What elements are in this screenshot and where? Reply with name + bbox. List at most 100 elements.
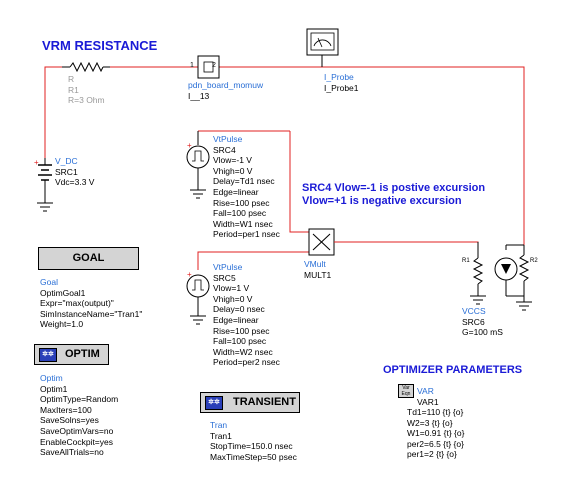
vtpulse-src4[interactable]: +	[186, 130, 290, 190]
src5-label: VtPulse SRC5 Vlow=1 V Vhigh=0 V Delay=0 …	[213, 262, 280, 368]
var-param: Td1=110 {t} {o}	[407, 407, 464, 417]
src5-param: Edge=linear	[213, 314, 259, 325]
optim-param: SaveAllTrials=no	[40, 447, 104, 458]
optim-panel[interactable]: ✲✲ OPTIM	[34, 344, 109, 365]
goal-type: Goal	[40, 277, 58, 287]
src4-param: Fall=100 psec	[213, 208, 267, 219]
sparam-name: I__13	[188, 90, 210, 101]
ground-vdc	[37, 202, 53, 212]
var-param: per1=2 {t} {o}	[407, 449, 457, 460]
src5-param: Period=per2 nsec	[213, 357, 280, 368]
mult-name: MULT1	[304, 269, 332, 280]
wire-probe-right	[335, 66, 525, 245]
resistor-value: R=3 Ohm	[68, 95, 105, 106]
transient-icon: ✲✲	[205, 396, 223, 410]
var-param: W2=3 {t} {o}	[407, 417, 453, 428]
optim-name: Optim1	[40, 383, 68, 394]
src5-name: SRC5	[213, 272, 236, 283]
src5-param: Fall=100 psec	[213, 336, 267, 347]
mult-type: VMult	[304, 259, 326, 269]
ground-src5	[190, 315, 206, 325]
optim-label: Optim Optim1 OptimType=Random MaxIters=1…	[40, 373, 118, 458]
vdc-value: Vdc=3.3 V	[55, 177, 95, 188]
transient-panel[interactable]: ✲✲ TRANSIENT	[200, 392, 300, 413]
current-probe[interactable]	[306, 28, 339, 67]
src4-type: VtPulse	[213, 134, 243, 144]
goal-param: Expr="max(output)"	[40, 298, 114, 309]
vccs-label: VCCS SRC6 G=100 mS	[462, 306, 503, 338]
vdc-source[interactable]: +	[34, 158, 52, 203]
vtpulse-src5[interactable]: +	[186, 251, 309, 316]
src5-type: VtPulse	[213, 262, 243, 272]
svg-text:+: +	[34, 158, 39, 167]
var-eqn-icon[interactable]: Var Eqn	[398, 384, 414, 398]
svg-text:+: +	[187, 141, 192, 150]
note-line-1: SRC4 Vlow=-1 is postive excursion	[302, 182, 486, 194]
src5-param: Rise=100 psec	[213, 325, 270, 336]
transient-header: TRANSIENT	[233, 396, 296, 408]
var-param: W1=0.91 {t} {o}	[407, 428, 465, 439]
page-title: VRM RESISTANCE	[42, 38, 158, 53]
optim-param: EnableCockpit=yes	[40, 436, 114, 447]
src5-param: Vlow=1 V	[213, 283, 250, 294]
var-type: VAR	[417, 386, 434, 396]
src4-param: Period=per1 nsec	[213, 229, 280, 240]
resistor-name: R1	[68, 84, 79, 95]
optim-param: SaveSolns=yes	[40, 415, 99, 426]
optim-param: MaxIters=100	[40, 404, 92, 415]
transient-param: StopTime=150.0 nsec	[210, 441, 293, 452]
wire-vdc-top	[44, 66, 62, 158]
src5-param: Vhigh=0 V	[213, 293, 253, 304]
optim-type: Optim	[40, 373, 63, 383]
optimizer-title: OPTIMIZER PARAMETERS	[383, 364, 523, 376]
probe-name: I_Probe1	[324, 82, 359, 93]
vdc-name: SRC1	[55, 166, 78, 177]
src4-name: SRC4	[213, 144, 236, 155]
ground-vccs-left	[470, 295, 486, 305]
var-params: Td1=110 {t} {o} W2=3 {t} {o} W1=0.91 {t}…	[407, 407, 464, 460]
src4-param: Width=W1 nsec	[213, 218, 273, 229]
mult-label: VMult MULT1	[304, 259, 331, 280]
sparam-type: pdn_board_momuw	[188, 80, 264, 90]
ground-vccs-right	[516, 301, 532, 311]
probe-label: I_Probe I_Probe1	[324, 72, 359, 93]
note-line-2: Vlow=+1 is negative excursion	[302, 195, 462, 207]
optim-icon: ✲✲	[39, 348, 57, 362]
var-name: VAR1	[417, 396, 439, 407]
ground-src4	[190, 189, 206, 199]
var-block-label: VAR VAR1	[417, 386, 439, 407]
src4-param: Vhigh=0 V	[213, 165, 253, 176]
vccs-source[interactable]	[472, 244, 530, 302]
vdc-label: V_DC SRC1 Vdc=3.3 V	[55, 156, 94, 188]
src5-param: Delay=0 nsec	[213, 304, 265, 315]
vccs-pin1: R1	[462, 258, 470, 264]
transient-name: Tran1	[210, 430, 232, 441]
transient-label: Tran Tran1 StopTime=150.0 nsec MaxTimeSt…	[210, 420, 297, 462]
optim-param: SaveOptimVars=no	[40, 425, 114, 436]
sparam-pin2: 2	[212, 62, 216, 69]
resistor-type: R	[68, 74, 75, 84]
src5-param: Width=W2 nsec	[213, 346, 273, 357]
goal-panel[interactable]: GOAL	[38, 247, 139, 270]
optim-header: OPTIM	[65, 348, 100, 360]
src4-param: Edge=linear	[213, 186, 259, 197]
goal-param: SimInstanceName="Tran1"	[40, 308, 143, 319]
multiplier-block[interactable]	[308, 228, 335, 256]
vccs-name: SRC6	[462, 316, 485, 327]
sparam-block[interactable]	[197, 55, 220, 79]
sparam-label: pdn_board_momuw I__13	[188, 80, 263, 101]
sparam-pin1: 1	[190, 62, 194, 69]
vdc-type: V_DC	[55, 156, 78, 166]
goal-header: GOAL	[72, 252, 105, 264]
transient-param: MaxTimeStep=50 psec	[210, 451, 297, 462]
svg-text:+: +	[187, 270, 192, 279]
vccs-value: G=100 mS	[462, 327, 503, 338]
goal-param: Weight=1.0	[40, 319, 84, 330]
src4-param: Vlow=-1 V	[213, 155, 252, 166]
vccs-pin2: R2	[530, 258, 538, 264]
resistor-r1[interactable]	[62, 61, 110, 73]
probe-type: I_Probe	[324, 72, 354, 82]
src4-label: VtPulse SRC4 Vlow=-1 V Vhigh=0 V Delay=T…	[213, 134, 280, 240]
vccs-type: VCCS	[462, 306, 486, 316]
